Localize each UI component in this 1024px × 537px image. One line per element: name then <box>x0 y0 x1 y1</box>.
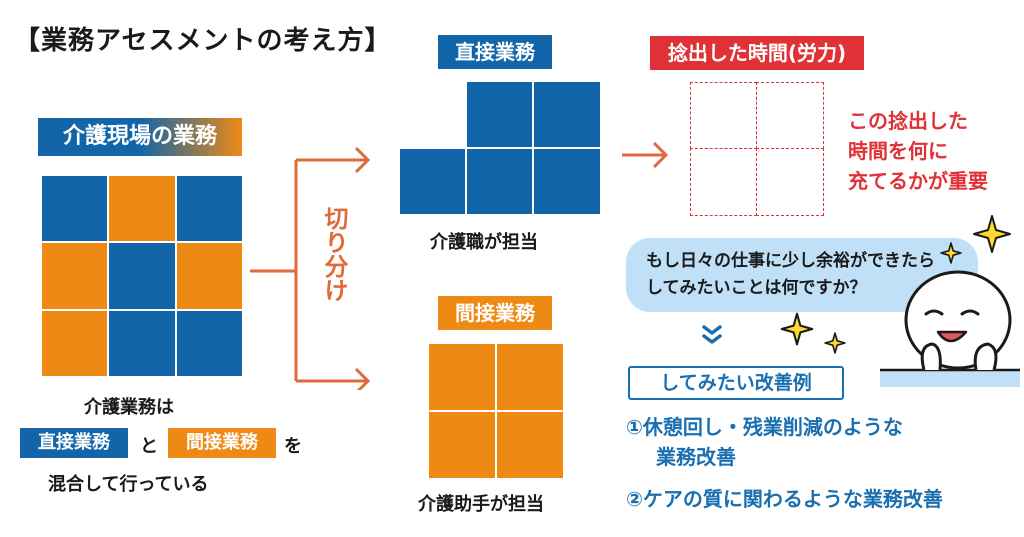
grid-cell <box>109 176 175 241</box>
sparkle-icon <box>824 332 846 354</box>
freed-time-cell <box>756 82 824 149</box>
grid-cell <box>109 243 175 309</box>
indirect-work-caption: 介護助手が担当 <box>418 494 544 515</box>
grid-cell <box>109 311 175 376</box>
page-title: 【業務アセスメントの考え方】 <box>14 26 392 56</box>
freed-time-cell <box>690 148 757 216</box>
indirect-block <box>497 344 563 410</box>
freed-time-grid <box>690 82 824 216</box>
direct-work-tag: 直接業務 <box>20 428 128 458</box>
freed-time-note-line1: この捻出した <box>848 109 968 133</box>
direct-block <box>400 149 465 214</box>
and-text: と <box>140 436 158 457</box>
mixed-work-grid <box>42 176 242 376</box>
care-work-caption-line3: 混合して行っている <box>48 474 209 495</box>
direct-block <box>534 149 600 214</box>
freed-time-note-line3: 充てるかが重要 <box>848 169 988 193</box>
grid-cell <box>177 243 242 309</box>
direct-work-label: 直接業務 <box>438 35 552 69</box>
care-work-label: 介護現場の業務 <box>38 118 242 156</box>
grid-cell <box>177 311 242 376</box>
grid-cell <box>42 176 107 241</box>
indirect-block <box>497 412 563 478</box>
freed-time-arrow <box>622 141 669 169</box>
direct-work-blocks <box>400 82 600 214</box>
indirect-work-blocks <box>429 344 563 478</box>
question-text: もし日々の仕事に少し余裕ができたら してみたいことは何ですか？ <box>646 248 935 302</box>
indirect-work-tag: 間接業務 <box>168 428 276 458</box>
sparkle-icon <box>973 215 1011 253</box>
grid-cell <box>42 243 107 309</box>
improvement-example-1-line1: ①休憩回し・残業削減のような <box>626 415 903 439</box>
chevron-down-icon <box>702 325 722 344</box>
direct-work-caption: 介護職が担当 <box>430 232 538 253</box>
sparkle-icon <box>940 242 962 264</box>
indirect-block <box>429 344 495 410</box>
freed-time-cell <box>756 148 824 216</box>
direct-block <box>534 82 600 147</box>
split-label: 切り分け <box>320 206 348 302</box>
thinking-person-illustration <box>880 270 1020 387</box>
freed-time-cell <box>690 82 757 149</box>
question-line1: もし日々の仕事に少し余裕ができたら <box>646 251 935 271</box>
wo-text: を <box>284 436 302 457</box>
freed-time-label: 捻出した時間(労力) <box>650 36 864 70</box>
split-arrow <box>250 146 371 390</box>
indirect-block <box>429 412 495 478</box>
improvement-examples-label: してみたい改善例 <box>628 366 844 400</box>
grid-cell <box>42 311 107 376</box>
direct-block <box>467 82 532 147</box>
improvement-example-1: ①休憩回し・残業削減のような 業務改善 <box>626 412 903 472</box>
improvement-example-1-line2: 業務改善 <box>656 445 736 469</box>
freed-time-note-line2: 時間を何に <box>848 139 948 163</box>
grid-cell <box>177 176 242 241</box>
freed-time-note: この捻出した 時間を何に 充てるかが重要 <box>848 106 988 196</box>
sparkle-icon <box>780 312 814 346</box>
improvement-example-2: ②ケアの質に関わるような業務改善 <box>626 487 943 511</box>
care-work-caption-line1: 介護業務は <box>84 397 174 418</box>
direct-block <box>467 149 532 214</box>
indirect-work-label: 間接業務 <box>438 296 552 330</box>
question-line2: してみたいことは何ですか？ <box>646 278 867 298</box>
